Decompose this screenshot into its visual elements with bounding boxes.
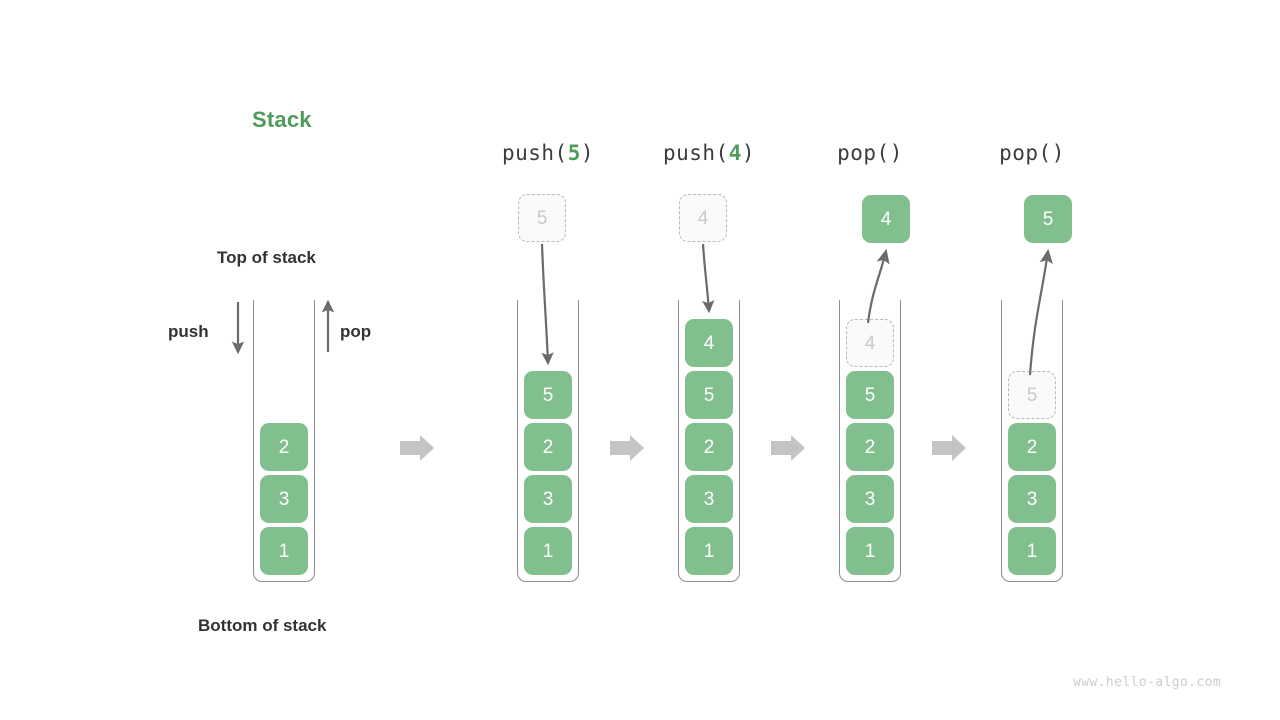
stack-item: 2 [260,423,308,471]
ghost-item-pending: 4 [679,194,727,242]
stack-container-push-4 [678,300,740,582]
stack-item: 3 [260,475,308,523]
pop-label: pop [340,322,372,341]
stack-item: 1 [260,527,308,575]
top-of-stack-label: Top of stack [217,248,316,267]
popped-item: 4 [862,195,910,243]
stack-item: 5 [685,371,733,419]
op-argument: 4 [728,141,742,165]
op-name: push( [501,141,568,165]
op-paren: ) [889,141,903,165]
popped-item: 5 [1024,195,1072,243]
operation-header-pop-2: pop() [999,141,1065,165]
stack-container-push-5 [517,300,579,582]
stack-item: 1 [685,527,733,575]
transition-arrow [932,435,966,461]
push-label: push [168,322,209,341]
op-paren: ) [580,141,595,165]
page-title: Stack [252,107,312,132]
stack-item: 2 [1008,423,1056,471]
operation-header-pop-1: pop() [837,141,903,165]
watermark: www.hello-algo.com [1073,675,1222,690]
stack-item: 3 [846,475,894,523]
stack-item: 5 [524,371,572,419]
op-name: pop( [999,141,1052,165]
operation-header-push-4: push(4) [663,141,755,165]
ghost-item-in-stack: 5 [1008,371,1056,419]
op-paren: ) [741,141,756,165]
stack-item: 5 [846,371,894,419]
stack-container-initial [253,300,315,582]
stack-container-pop-2 [1001,300,1063,582]
ghost-item-in-stack: 4 [846,319,894,367]
op-name: push( [662,141,729,165]
stack-item: 1 [524,527,572,575]
stack-item: 2 [846,423,894,471]
stack-item: 1 [846,527,894,575]
bottom-of-stack-label: Bottom of stack [198,616,327,635]
stack-item: 4 [685,319,733,367]
stack-item: 3 [685,475,733,523]
stack-item: 1 [1008,527,1056,575]
op-name: pop( [837,141,890,165]
transition-arrow [610,435,644,461]
op-argument: 5 [567,141,581,165]
stack-item: 2 [524,423,572,471]
operation-header-push-5: push(5) [502,141,594,165]
transition-arrow [771,435,805,461]
stack-item: 2 [685,423,733,471]
op-paren: ) [1051,141,1065,165]
transition-arrow [400,435,434,461]
ghost-item-pending: 5 [518,194,566,242]
stack-item: 3 [1008,475,1056,523]
stack-container-pop-1 [839,300,901,582]
stack-item: 3 [524,475,572,523]
